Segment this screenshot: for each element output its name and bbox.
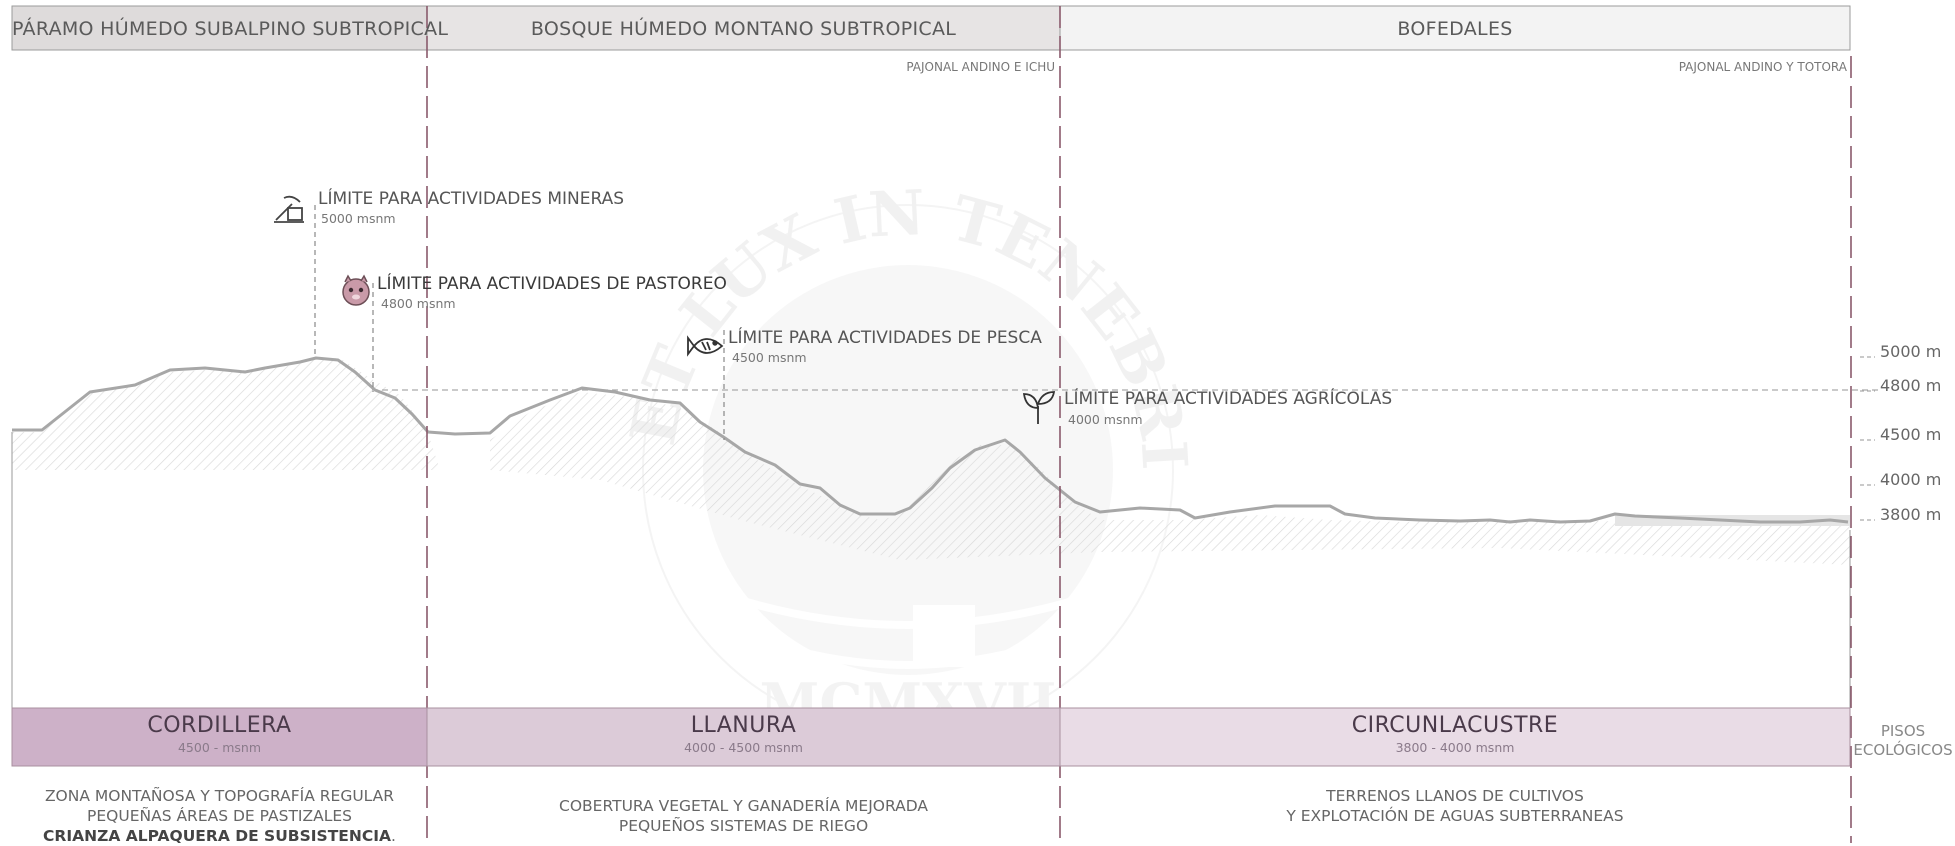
band-title-circunlacustre: CIRCUNLACUSTRE (1351, 713, 1559, 738)
band-circunlacustre (1059, 707, 1851, 767)
vegetation-label-ichu: PAJONAL ANDINO E ICHU (906, 60, 1055, 74)
header-zone-paramo (11, 5, 428, 51)
elevation-label-4800: 4800 m (1880, 376, 1942, 395)
band-range-circunlacustre: 3800 - 4000 msnm (1395, 740, 1515, 755)
side-label-line1: PISOS (1880, 722, 1926, 740)
description-circunlacustre-line1: TERRENOS LLANOS DE CULTIVOS (1326, 787, 1584, 805)
description-cordillera-line1: ZONA MONTAÑOSA Y TOPOGRAFÍA REGULAR (44, 787, 395, 805)
vegetation-label-totora: PAJONAL ANDINO Y TOTORA (1678, 60, 1847, 74)
header-zone-bosque-label: BOSQUE HÚMEDO MONTANO SUBTROPICAL (530, 18, 957, 40)
header-zone-bofedales (1059, 5, 1851, 51)
description-circunlacustre-line2: Y EXPLOTACIÓN DE AGUAS SUBTERRANEAS (1286, 807, 1624, 825)
terrain-profile-line (12, 356, 1849, 524)
description-circunlacustre: TERRENOS LLANOS DE CULTIVOS Y EXPLOTACIÓ… (1060, 786, 1850, 826)
header-zone-bofedales-label: BOFEDALES (1397, 18, 1513, 40)
limit-title-fishing: LÍMITE PARA ACTIVIDADES DE PESCA (728, 328, 1042, 348)
band-title-cordillera: CORDILLERA (147, 713, 292, 738)
band-title-llanura: LLANURA (690, 713, 797, 738)
limit-altitude-fishing: 4500 msnm (732, 350, 807, 365)
sprout-icon (1022, 391, 1056, 424)
band-range-llanura: 4000 - 4500 msnm (684, 740, 803, 755)
band-range-cordillera: 4500 - msnm (177, 740, 262, 755)
description-cordillera-line2: PEQUEÑAS ÁREAS DE PASTIZALES (87, 807, 352, 825)
elevation-label-4000: 4000 m (1880, 470, 1942, 489)
fish-icon (687, 335, 724, 357)
description-llanura: COBERTURA VEGETAL Y GANADERÍA MEJORADA P… (427, 796, 1060, 836)
limit-altitude-mining: 5000 msnm (321, 211, 396, 226)
elevation-label-5000: 5000 m (1880, 342, 1942, 361)
alpaca-icon (342, 274, 370, 306)
band-llanura (426, 707, 1061, 767)
elevation-label-4500: 4500 m (1880, 425, 1942, 444)
watermark-seal: ET LUX IN TENEBRIS LUCET MCMXVII (0, 0, 1201, 736)
header-zone-paramo-label: PÁRAMO HÚMEDO SUBALPINO SUBTROPICAL (12, 18, 449, 40)
ground-hatch (12, 358, 1850, 565)
side-label-line2: ECOLÓGICOS (1853, 741, 1953, 759)
mining-pickaxe-icon (274, 195, 304, 223)
limit-title-mining: LÍMITE PARA ACTIVIDADES MINERAS (318, 189, 625, 209)
description-llanura-line2: PEQUEÑOS SISTEMAS DE RIEGO (618, 817, 869, 835)
limit-title-agriculture: LÍMITE PARA ACTIVIDADES AGRÍCOLAS (1064, 389, 1393, 409)
description-cordillera-line3: CRIANZA ALPAQUERA DE SUBSISTENCIA. (43, 827, 396, 845)
limit-altitude-agriculture: 4000 msnm (1068, 412, 1143, 427)
header-zone-bosque (426, 5, 1061, 51)
elevation-ticks (1860, 356, 1875, 521)
limit-altitude-grazing: 4800 msnm (381, 296, 456, 311)
elevation-label-3800: 3800 m (1880, 505, 1942, 524)
side-label-pisos-ecologicos: PISOS ECOLÓGICOS (1853, 722, 1953, 760)
description-llanura-line1: COBERTURA VEGETAL Y GANADERÍA MEJORADA (559, 797, 928, 815)
band-cordillera (11, 707, 428, 767)
description-cordillera: ZONA MONTAÑOSA Y TOPOGRAFÍA REGULAR PEQU… (12, 786, 427, 846)
limit-title-grazing: LÍMITE PARA ACTIVIDADES DE PASTOREO (377, 274, 727, 294)
